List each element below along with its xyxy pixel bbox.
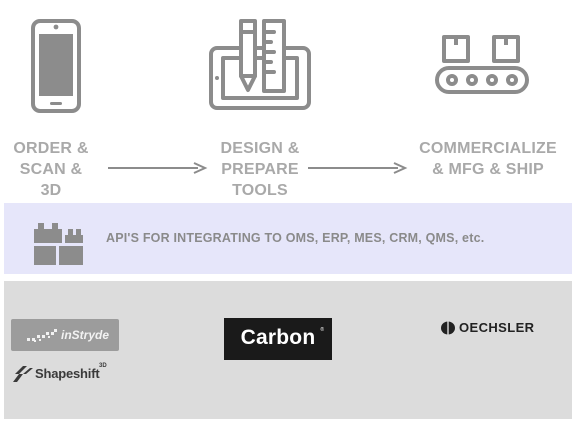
- arrow-right-icon: [308, 162, 408, 174]
- stage-label-line: & MFG & SHIP: [432, 161, 544, 178]
- stage-label-order-scan: ORDER & SCAN & 3D: [0, 138, 102, 201]
- shapeshift-mark-icon: [13, 366, 33, 382]
- stage-label-line: 3D: [40, 182, 62, 199]
- api-integration-text: API'S FOR INTEGRATING TO OMS, ERP, MES, …: [106, 231, 485, 245]
- building-blocks-icon: [34, 223, 83, 265]
- conveyor-belt-icon: [435, 35, 529, 94]
- instryde-logo: inStryde: [11, 319, 119, 351]
- stage-label-line: SCAN &: [19, 161, 83, 178]
- carbon-wordmark: Carbon: [240, 326, 316, 349]
- shapeshift-superscript: 3D: [99, 363, 107, 369]
- oechsler-wordmark: OECHSLER: [459, 320, 535, 335]
- stage-label-line: TOOLS: [232, 182, 288, 199]
- carbon-logo: Carbon ®: [224, 318, 332, 360]
- tablet-design-tools-icon: [209, 19, 311, 110]
- instryde-wordmark: inStryde: [61, 328, 110, 342]
- partners-band: inStryde Shapeshift 3D Carbon ® OECHSLER: [4, 281, 572, 419]
- instryde-mark-icon: [27, 329, 57, 342]
- carbon-registered-mark: ®: [320, 327, 324, 333]
- oechsler-mark-icon: [441, 321, 455, 335]
- stage-label-line: DESIGN &: [220, 140, 300, 157]
- shapeshift-wordmark: Shapeshift: [35, 366, 100, 381]
- stage-label-design-prepare: DESIGN & PREPARE TOOLS: [205, 138, 315, 201]
- stage-label-line: PREPARE: [221, 161, 299, 178]
- stage-label-line: COMMERCIALIZE: [419, 140, 557, 157]
- arrow-right-icon: [108, 162, 208, 174]
- stage-label-commercialize: COMMERCIALIZE & MFG & SHIP: [404, 138, 572, 180]
- stage-label-line: ORDER &: [13, 140, 89, 157]
- api-integration-band: API'S FOR INTEGRATING TO OMS, ERP, MES, …: [4, 203, 572, 274]
- smartphone-icon: [31, 19, 81, 113]
